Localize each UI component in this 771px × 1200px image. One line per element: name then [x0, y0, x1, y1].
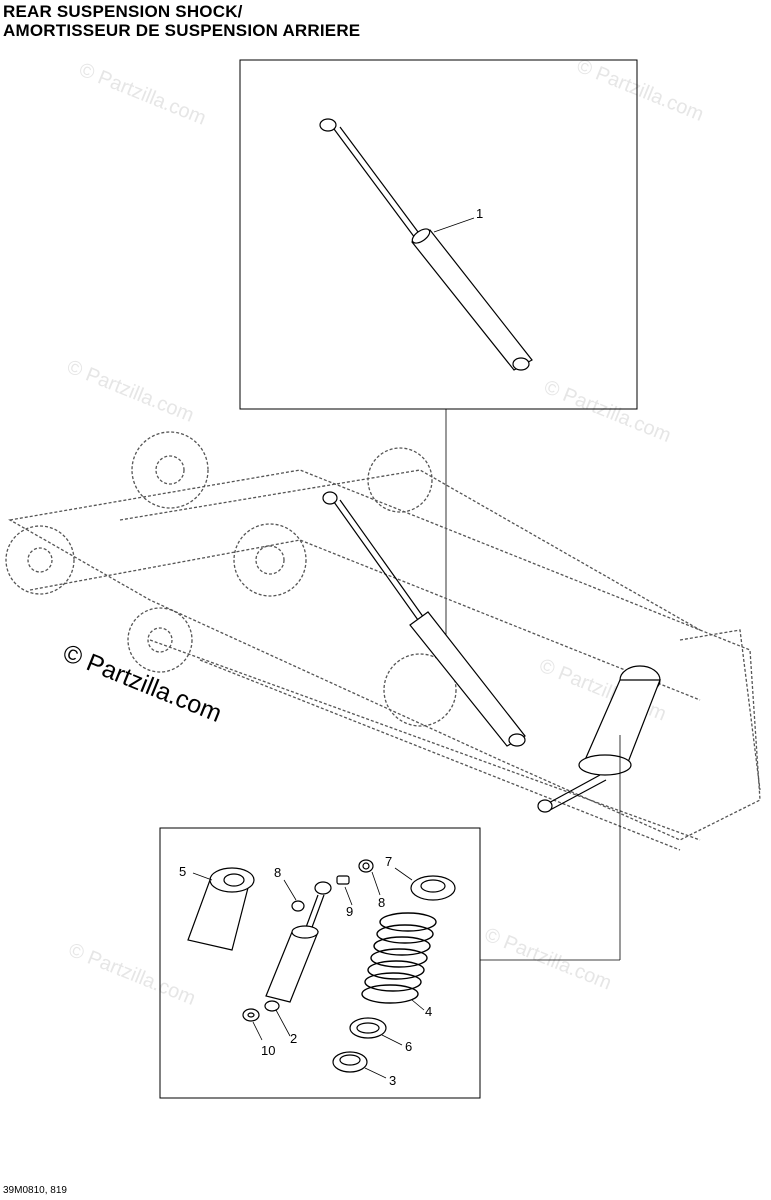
watermark-3: © Partzilla.com [64, 356, 197, 427]
watermark-1: © Partzilla.com [76, 59, 209, 130]
washer-part-6[interactable] [349, 1017, 387, 1039]
watermark-main: © Partzilla.com [59, 639, 226, 728]
installed-shock [322, 491, 526, 747]
callout-4: 4 [425, 1004, 432, 1019]
bumper-part-5[interactable] [187, 867, 255, 951]
diagram-title-fr: AMORTISSEUR DE SUSPENSION ARRIERE [3, 21, 361, 40]
watermarks: © Partzilla.com © Partzilla.com © Partzi… [64, 55, 707, 1010]
detail-box-shock [239, 59, 638, 410]
spring-part-4[interactable] [361, 912, 437, 1004]
callout-2: 2 [290, 1031, 297, 1046]
callout-8a: 8 [274, 865, 281, 880]
callout-1: 1 [476, 206, 483, 221]
diagram-reference-code: 39M0810, 819 [3, 1185, 67, 1196]
callout-9: 9 [346, 904, 353, 919]
rear-suspension-frame [5, 431, 761, 851]
adjuster-nut-part-3[interactable] [332, 1051, 368, 1073]
bushing-part-10[interactable] [242, 1008, 260, 1022]
shock-absorber-part-1[interactable] [319, 118, 533, 371]
diagram-title-en: REAR SUSPENSION SHOCK/ [3, 2, 243, 21]
callout-8b: 8 [378, 895, 385, 910]
watermark-6: © Partzilla.com [481, 924, 614, 995]
watermark-4: © Partzilla.com [541, 376, 674, 447]
sleeve-part-9[interactable] [336, 875, 350, 885]
callout-7: 7 [385, 854, 392, 869]
callout-6: 6 [405, 1039, 412, 1054]
callout-3: 3 [389, 1073, 396, 1088]
detail-box-components [159, 827, 481, 1099]
shock-body-part-2[interactable] [264, 881, 332, 1012]
installed-coil-shock [537, 665, 661, 813]
bushing-part-8-left[interactable] [291, 900, 305, 912]
watermark-5: © Partzilla.com [65, 939, 198, 1010]
spring-retainer-part-7[interactable] [410, 875, 456, 901]
callout-10: 10 [261, 1043, 275, 1058]
callout-5: 5 [179, 864, 186, 879]
watermark-2: © Partzilla.com [574, 55, 707, 126]
bushing-part-8-right[interactable] [358, 859, 374, 873]
